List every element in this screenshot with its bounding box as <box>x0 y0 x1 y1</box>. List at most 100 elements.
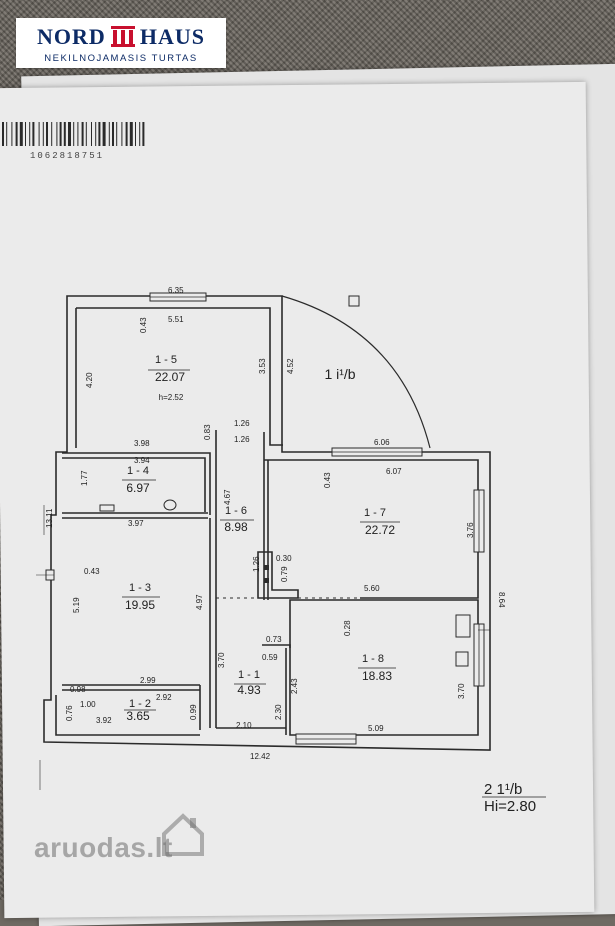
room-1-3-id: 1 - 3 <box>129 582 151 594</box>
dim-0-28: 0.28 <box>343 620 352 636</box>
barcode-bar <box>59 122 62 146</box>
dim-0-43-c: 0.43 <box>84 567 100 576</box>
room-1-8-area: 18.83 <box>362 669 392 683</box>
dim-2-99: 2.99 <box>140 676 156 685</box>
barcode-bar <box>29 122 31 146</box>
dim-6-06: 6.06 <box>374 438 390 447</box>
dim-1-26-a: 1.26 <box>234 419 250 428</box>
logo-name-right: HAUS <box>139 24 205 49</box>
plan-height: Hi=2.80 <box>484 798 536 815</box>
barcode-bar <box>77 122 79 146</box>
dim-2-43: 2.43 <box>290 678 299 694</box>
room-1-2-area: 3.65 <box>126 709 150 723</box>
room-1-1-area: 4.93 <box>237 683 261 697</box>
room-1-5-area: 22.07 <box>155 370 185 384</box>
nordhaus-logo: NORD HAUS NEKILNOJAMASIS TURTAS <box>16 18 226 68</box>
barcode-bar <box>108 122 110 146</box>
barcode-bar <box>116 122 118 146</box>
barcode-bar <box>129 122 133 146</box>
barcode-bar <box>51 122 53 146</box>
dim-1-77: 1.77 <box>80 470 89 486</box>
barcode-bar <box>102 122 106 146</box>
dim-3-92: 3.92 <box>96 716 112 725</box>
room-1-5-id: 1 - 5 <box>155 354 177 366</box>
room-1-7-id: 1 - 7 <box>364 507 386 519</box>
barcode-bar <box>121 122 123 146</box>
barcode-bar <box>139 122 141 146</box>
barcode-bar <box>25 122 26 146</box>
barcode <box>2 122 145 146</box>
logo-columns-icon <box>110 25 136 47</box>
dim-3-94: 3.94 <box>134 456 150 465</box>
dim-0-98: 0.98 <box>70 685 86 694</box>
dim-0-83: 0.83 <box>203 424 212 440</box>
barcode-bar <box>142 122 145 146</box>
dim-4-20: 4.20 <box>85 372 94 388</box>
barcode-bar <box>135 122 136 146</box>
dim-0-99: 0.99 <box>189 704 198 720</box>
room-1-8-id: 1 - 8 <box>362 653 384 665</box>
dim-3-70-b: 3.70 <box>457 683 466 699</box>
dim-13-11: 13.11 <box>45 508 54 528</box>
dim-5-51: 5.51 <box>168 315 184 324</box>
barcode-bar <box>95 122 97 146</box>
room-1-5-height: h=2.52 <box>159 393 184 402</box>
barcode-bar <box>63 122 66 146</box>
watermark-text: aruodas.lt <box>34 832 173 863</box>
barcode-bar <box>112 122 114 146</box>
plan-walls <box>43 295 491 751</box>
dim-1-00: 1.00 <box>80 700 96 709</box>
dim-0-79: 0.79 <box>280 566 289 582</box>
barcode-bar <box>125 122 128 146</box>
floor-plan: 1 - 5 22.07 h=2.52 1 - 4 6.97 1 - 3 19.9… <box>36 286 546 815</box>
dim-2-10: 2.10 <box>236 721 252 730</box>
barcode-bar <box>85 122 87 146</box>
room-1-2-id: 1 - 2 <box>129 698 151 710</box>
dim-0-76: 0.76 <box>65 705 74 721</box>
room-1-6-area: 8.98 <box>224 520 248 534</box>
exterior-label: 1 i¹/b <box>324 366 355 382</box>
logo-name: NORD HAUS <box>16 24 226 50</box>
barcode-bar <box>98 122 101 146</box>
barcode-bar <box>56 122 58 146</box>
dim-0-43-a: 0.43 <box>139 317 148 333</box>
dim-5-09: 5.09 <box>368 724 384 733</box>
dim-4-97: 4.97 <box>195 594 204 610</box>
logo-subtitle: NEKILNOJAMASIS TURTAS <box>44 53 198 64</box>
room-1-6-id: 1 - 6 <box>225 505 247 517</box>
dim-0-43-b: 0.43 <box>323 472 332 488</box>
barcode-bar <box>46 122 48 146</box>
dim-3-98: 3.98 <box>134 439 150 448</box>
barcode-bar <box>6 122 8 146</box>
dim-4-52: 4.52 <box>286 358 295 374</box>
barcode-number: 1062818751 <box>30 151 105 161</box>
barcode-bar <box>32 122 35 146</box>
dim-5-19: 5.19 <box>72 597 81 613</box>
barcode-bar <box>2 122 4 146</box>
barcode-bar <box>42 122 44 146</box>
room-1-4-area: 6.97 <box>126 481 150 495</box>
room-1-4-id: 1 - 4 <box>127 465 149 477</box>
dim-2-92: 2.92 <box>156 693 172 702</box>
dim-3-97: 3.97 <box>128 519 144 528</box>
barcode-bar <box>15 122 18 146</box>
logo-name-left: NORD <box>37 24 106 49</box>
dim-6-07: 6.07 <box>386 467 402 476</box>
barcode-bar <box>11 122 13 146</box>
dim-5-60: 5.60 <box>364 584 380 593</box>
plan-title: 2 1¹/b <box>484 781 522 798</box>
dim-0-59: 0.59 <box>262 653 278 662</box>
dim-1-26-c: 1.26 <box>252 556 261 572</box>
dim-0-73: 0.73 <box>266 635 282 644</box>
dim-0-30: 0.30 <box>276 554 292 563</box>
room-1-7-area: 22.72 <box>365 523 395 537</box>
dim-8-64: 8.64 <box>497 592 506 608</box>
dim-1-26-b: 1.26 <box>234 435 250 444</box>
room-1-1-id: 1 - 1 <box>238 669 260 681</box>
barcode-bar <box>73 122 75 146</box>
dim-3-70-a: 3.70 <box>217 652 226 668</box>
barcode-bar <box>19 122 23 146</box>
dim-3-76: 3.76 <box>466 522 475 538</box>
dim-4-67: 4.67 <box>223 489 232 505</box>
barcode-bar <box>38 122 40 146</box>
